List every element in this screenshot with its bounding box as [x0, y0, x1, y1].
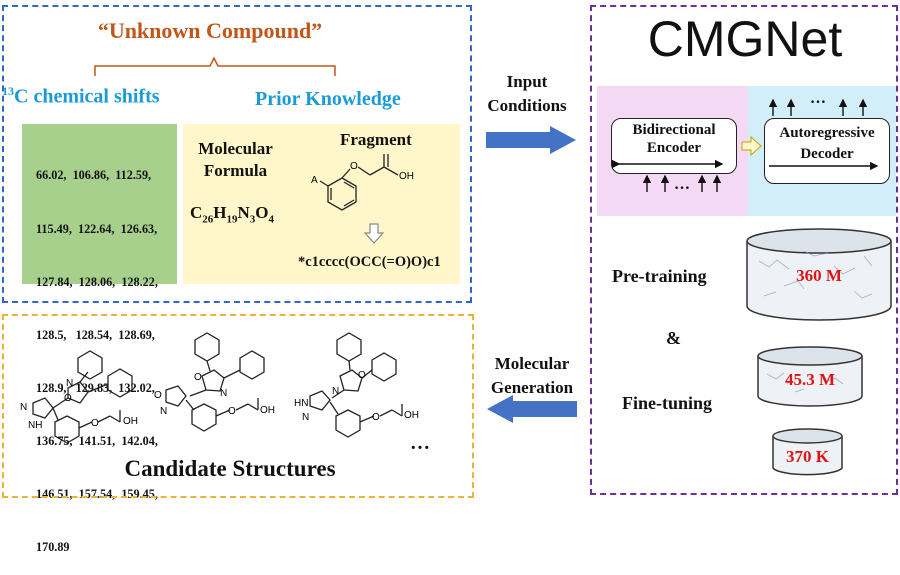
encoder-dots: … [674, 176, 690, 193]
database-label-2: 45.3 M [784, 370, 836, 389]
input-conditions-label: Input Conditions [487, 72, 567, 115]
cmgnet-title: CMGNet [647, 11, 843, 67]
fragment-label: Fragment [340, 130, 412, 149]
prior-knowledge-box [183, 124, 460, 284]
atom-label: HN [294, 398, 308, 409]
atom-label: OH [123, 416, 138, 427]
fragment-atom-oh: OH [399, 171, 414, 182]
down-arrow-icon [363, 223, 385, 244]
ampersand-label: & [666, 328, 681, 348]
shift-row: 115.49, 122.64, 126.63, [36, 221, 158, 236]
decoder-dots: … [810, 90, 826, 107]
cmgnet-panel [590, 5, 898, 495]
fragment-atom-o: O [350, 161, 358, 172]
finetuning-label: Fine-tuning [622, 393, 713, 413]
shift-row: 170.89 [36, 540, 70, 555]
database-label-1: 360 M [796, 266, 842, 285]
atom-label: O [358, 370, 366, 381]
candidate-structures-title: Candidate Structures [124, 456, 336, 481]
atom-label: O [194, 372, 202, 383]
molecular-formula-label: Molecular Formula [198, 139, 273, 180]
fragment-atom-a: A [311, 175, 318, 186]
database-icon [772, 428, 843, 476]
fragment-structure: A O OH [311, 154, 414, 211]
atom-label: O [154, 390, 162, 401]
shift-row: 136.75, 141.51, 142.04, [36, 433, 158, 448]
atom-label: N [66, 378, 73, 389]
atom-label: N [20, 402, 27, 413]
decoder-label: Autoregressive Decoder [779, 125, 875, 162]
candidate-molecule-1: O N N NH O OH [20, 350, 138, 444]
prior-knowledge-label: Prior Knowledge [255, 88, 401, 110]
candidate-molecule-3: O N HN N O OH [294, 332, 419, 438]
atom-label: N [332, 386, 339, 397]
atom-label: O [91, 418, 99, 429]
atom-label: N [302, 412, 309, 423]
atom-label: N [220, 388, 227, 399]
atom-label: OH [260, 405, 275, 416]
atom-label: O [372, 412, 380, 423]
atom-label: O [64, 393, 72, 404]
generation-arrow-icon [487, 395, 577, 423]
decoder-box [764, 118, 890, 184]
shift-row: 128.5, 128.54, 128.69, [36, 327, 155, 342]
input-arrow-icon [486, 126, 576, 154]
bracket-icon [94, 56, 336, 76]
database-icon [746, 228, 892, 321]
atom-label: O [228, 406, 236, 417]
database-label-3: 370 K [786, 447, 829, 466]
unknown-compound-title: “Unknown Compound” [97, 18, 323, 43]
database-icon [757, 346, 863, 407]
shift-row: 127.84, 128.06, 128.22, [36, 274, 158, 289]
atom-label: OH [404, 410, 419, 421]
atom-label: N [160, 406, 167, 417]
encoder-label: Bidirectional Encoder [632, 122, 716, 156]
shifts-label: 13C chemical shifts [2, 84, 160, 108]
top-panel [2, 5, 472, 303]
candidate-ellipsis: … [410, 432, 430, 454]
pretraining-label: Pre-training [612, 266, 707, 286]
encoder-decoder-arrows [612, 98, 879, 192]
candidate-panel [2, 314, 474, 498]
candidate-molecule-2: N O O N O OH [154, 332, 275, 432]
shift-row: 66.02, 106.86, 112.59, [36, 168, 152, 183]
molecular-generation-label: Molecular Generation [490, 354, 574, 397]
shifts-box: 66.02, 106.86, 112.59, 115.49, 122.64, 1… [22, 124, 177, 554]
shift-row: 128.9, 129.83, 132.02, [36, 380, 155, 395]
atom-label: NH [28, 420, 42, 431]
smiles-string: *c1cccc(OCC(=O)O)c1 [298, 254, 441, 270]
molecular-formula: C26H19N3O4 [190, 203, 275, 226]
